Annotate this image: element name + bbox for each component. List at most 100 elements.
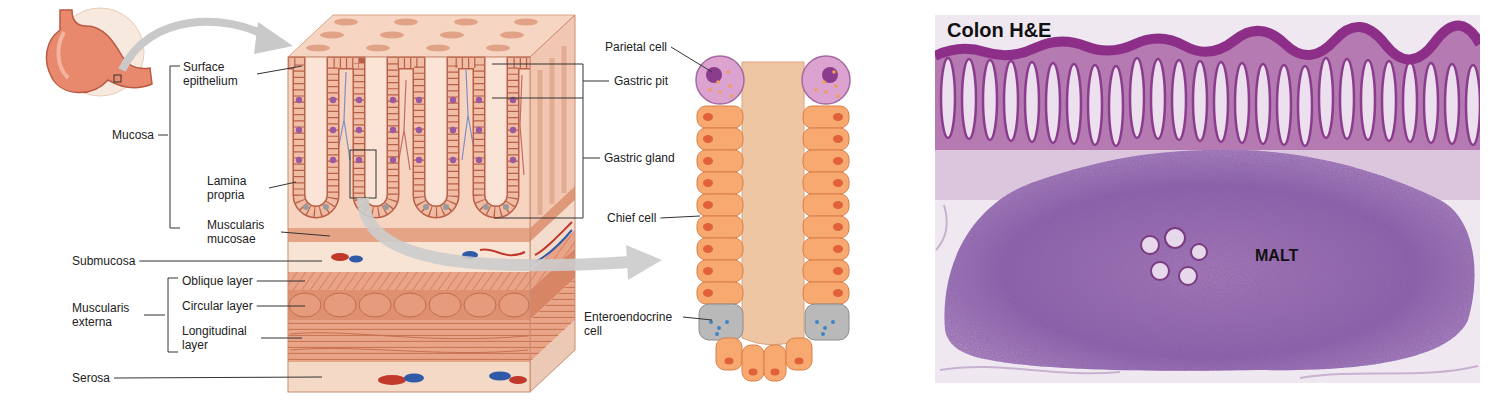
leader-line: [257, 306, 305, 307]
crypt: [1382, 61, 1396, 141]
layer-label: Mucosa: [112, 128, 154, 142]
epithelium-lining: [288, 63, 530, 212]
parietal-dot: [450, 127, 456, 133]
crypt: [1109, 66, 1123, 146]
blood-vessels-part: [509, 376, 527, 384]
parietal-dot: [416, 157, 422, 163]
stomach-icon-part: [114, 75, 121, 82]
lamina-vessels-part: [520, 75, 524, 175]
chief-cell: [803, 216, 849, 238]
granule: [821, 332, 825, 336]
histology-photo-part: [935, 25, 1480, 150]
parietal-dot: [476, 127, 482, 133]
cell-nucleus: [833, 289, 843, 297]
crypt: [1193, 61, 1207, 141]
crypt: [1424, 63, 1438, 143]
parietal-dot: [356, 97, 362, 103]
granule: [822, 80, 826, 84]
brackets-part: [492, 64, 609, 98]
blood-vessels-part: [378, 375, 406, 385]
cell-label: Parietal cell: [605, 40, 667, 54]
pit-openings-part: [454, 19, 478, 26]
cell-nucleus: [703, 245, 713, 253]
cell-nucleus: [833, 223, 843, 231]
crypt: [983, 60, 997, 140]
histology-photo-part: [945, 150, 1475, 371]
granule: [730, 94, 734, 98]
zoom-arrow-part: [254, 22, 293, 54]
endocrine-dot: [423, 204, 429, 210]
crypt: [1214, 62, 1228, 142]
blood-vessels-part: [349, 256, 363, 263]
blood-vessels-part: [480, 249, 525, 255]
cell-nucleus: [822, 67, 838, 83]
histology-photo-part: [945, 150, 1475, 371]
lamina-vessels-part: [338, 72, 350, 160]
crypt: [1256, 64, 1270, 144]
parietal-dot: [390, 127, 396, 133]
gland-lumen: [485, 57, 507, 206]
malt-crypts-part: [1191, 244, 1207, 260]
front-face-part: [288, 228, 530, 242]
histology-photo-part: [935, 15, 1480, 383]
crypt: [1172, 60, 1186, 140]
endocrine-dot: [483, 204, 489, 210]
endocrine-dot: [323, 204, 329, 210]
cell-nucleus: [703, 179, 713, 187]
parietal-cell: [802, 56, 850, 104]
granule: [831, 320, 835, 324]
cell-nucleus: [703, 201, 713, 209]
malt-crypts-part: [1179, 267, 1197, 285]
malt-crypts-part: [1165, 228, 1185, 248]
basal-cell: [742, 345, 764, 381]
chief-cell: [697, 172, 743, 194]
basal-cell: [786, 338, 812, 370]
parietal-cell: [696, 56, 744, 104]
crypt: [1088, 65, 1102, 145]
leader-line: [660, 216, 700, 218]
gland-lumen: [742, 62, 804, 345]
cell-nucleus: [833, 157, 843, 165]
parietal-dot: [296, 97, 302, 103]
malt-crypts: [1141, 228, 1207, 285]
stroma-fibres: [936, 205, 1478, 378]
pit-openings-part: [426, 45, 450, 52]
parietal-dot: [330, 157, 336, 163]
cell-nucleus: [833, 113, 843, 121]
leader-line: [671, 47, 712, 72]
circular-bundles-part: [464, 293, 496, 317]
granule: [815, 320, 819, 324]
chief-cell: [803, 238, 849, 260]
magnify-arrow: [363, 198, 662, 280]
chief-cell: [803, 150, 849, 172]
circular-bundles-part: [429, 293, 461, 317]
crypt: [1067, 64, 1081, 144]
chief-cell: [803, 194, 849, 216]
layer-label: Serosa: [72, 371, 110, 385]
cell-nucleus: [771, 369, 780, 376]
front-face-part: [288, 362, 530, 392]
granule: [834, 84, 838, 88]
granule: [824, 90, 828, 94]
cell-nucleus: [703, 267, 713, 275]
stomach-icon-part: [58, 32, 68, 78]
granule: [832, 70, 836, 74]
leader-line: [139, 261, 322, 262]
chief-cell: [697, 238, 743, 260]
basal-cell: [764, 345, 786, 381]
parietal-dot: [330, 97, 336, 103]
structure-label: Gastric pit: [614, 74, 668, 88]
crypt: [1340, 59, 1354, 139]
pit-openings-part: [500, 32, 524, 39]
cell-nucleus: [703, 113, 713, 121]
tissue-label: MALT: [1255, 246, 1298, 265]
endocrine-dot: [303, 204, 309, 210]
chief-cell: [697, 150, 743, 172]
parietal-dot: [356, 157, 362, 163]
stroma-fibres-part: [1300, 366, 1478, 378]
endocrine-dot: [503, 204, 509, 210]
parietal-dot: [450, 97, 456, 103]
granule: [709, 320, 713, 324]
